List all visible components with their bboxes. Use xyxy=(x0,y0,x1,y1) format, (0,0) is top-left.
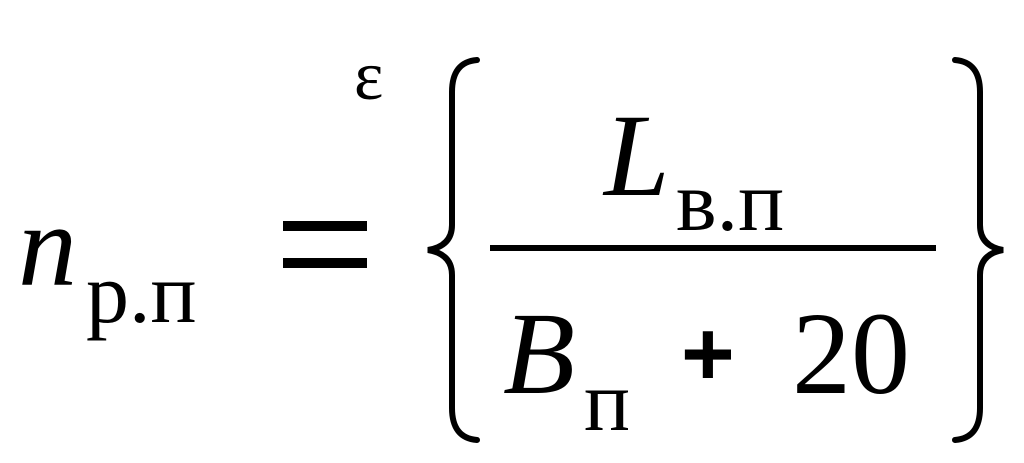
denominator-constant: 20 xyxy=(792,288,910,419)
fraction-bar xyxy=(490,245,936,251)
denominator-operator: + xyxy=(681,303,735,405)
right-brace xyxy=(952,57,1004,443)
numerator-subscript: в.п xyxy=(676,153,784,249)
lhs-subscript: р.п xyxy=(86,245,197,341)
equals-sign xyxy=(283,221,367,268)
denominator-subscript: п xyxy=(584,353,630,449)
left-brace xyxy=(427,57,480,443)
exponent-epsilon: ε xyxy=(354,38,383,115)
lhs-symbol: n xyxy=(18,180,77,311)
denominator-symbol: B xyxy=(503,288,575,419)
numerator-symbol: L xyxy=(602,90,670,221)
